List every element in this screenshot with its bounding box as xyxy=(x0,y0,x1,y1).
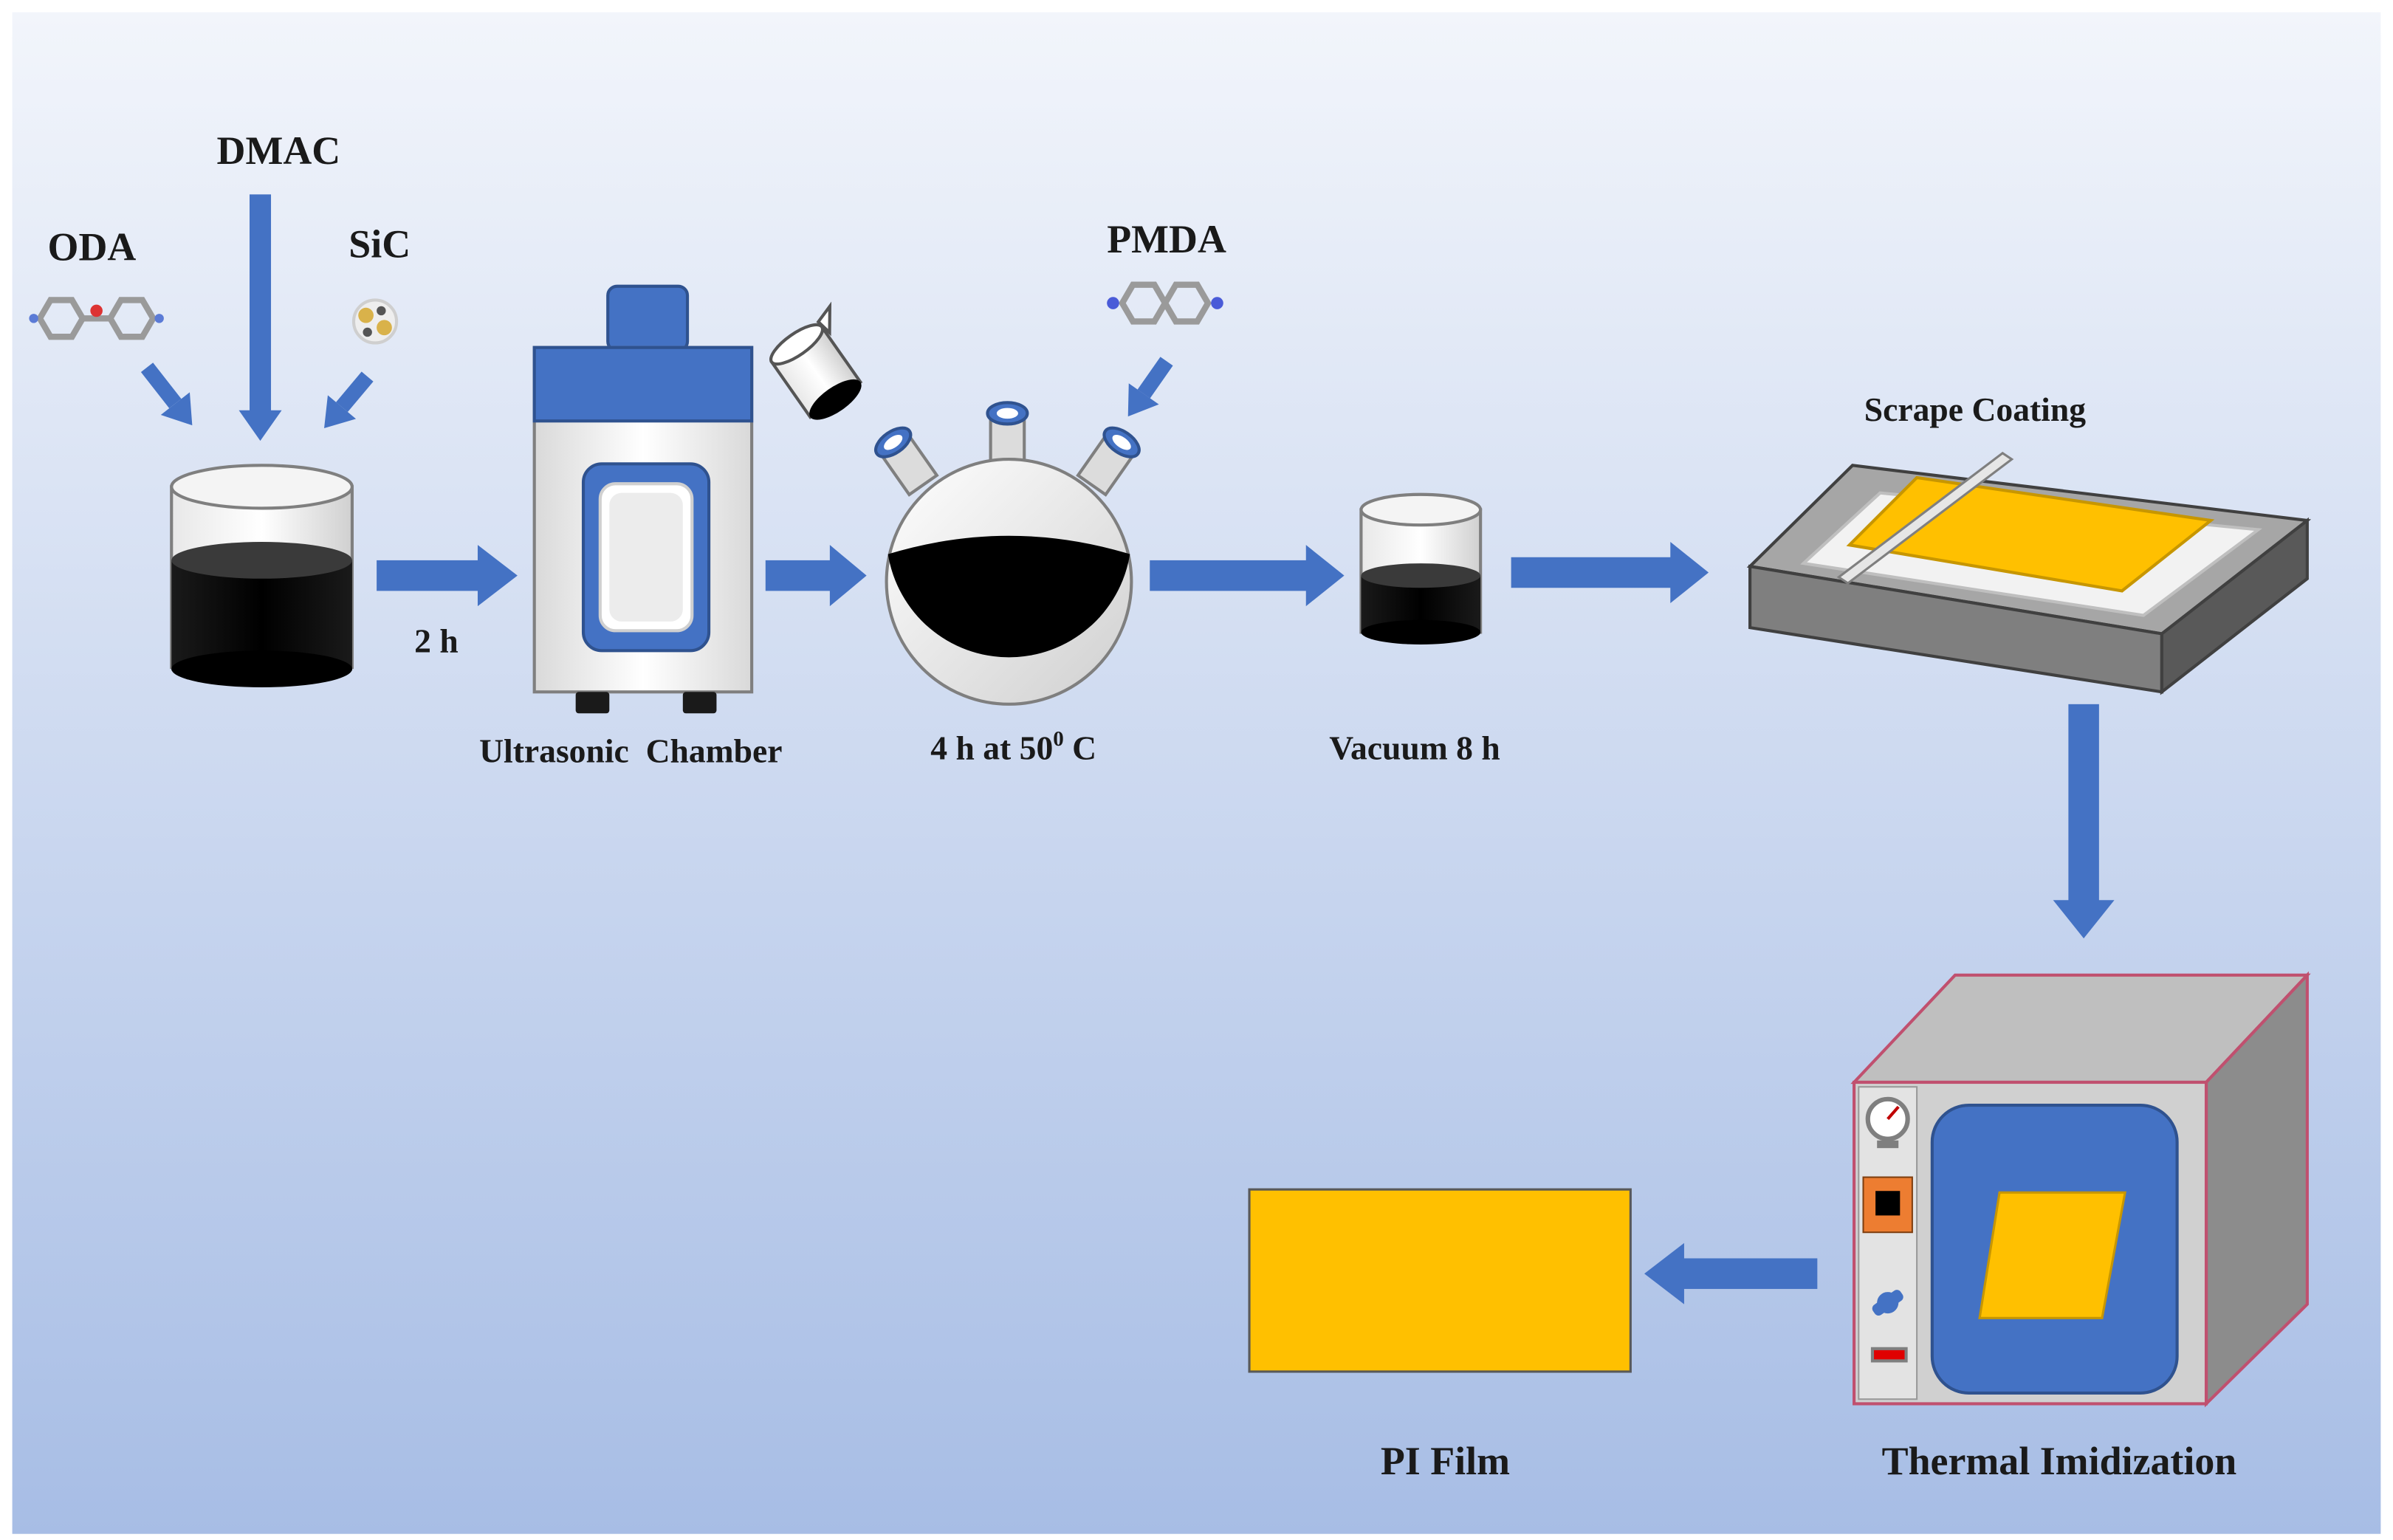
pouring-cup-icon xyxy=(769,301,863,420)
sic-flow-arrow-icon xyxy=(324,371,374,428)
reaction-condition-label: 4 h at 500 C xyxy=(930,727,1096,767)
knob-icon xyxy=(1872,1290,1903,1316)
sic-label: SiC xyxy=(349,221,411,266)
reaction-superscript: 0 xyxy=(1053,727,1064,751)
vacuum-label: Vacuum 8 h xyxy=(1329,729,1500,766)
switch-icon xyxy=(1870,1347,1908,1363)
pi-film-icon xyxy=(1248,1188,1632,1373)
chamber-to-flask-arrow-icon xyxy=(765,545,867,607)
dmac-flow-arrow-icon xyxy=(238,194,282,441)
reaction-unit: C xyxy=(1064,729,1096,766)
sic-molecule-icon xyxy=(351,298,399,345)
vacuum-to-coater-arrow-icon xyxy=(1511,542,1709,603)
oda-flow-arrow-icon xyxy=(140,362,193,426)
mixing-beaker-icon xyxy=(170,464,354,688)
coater-to-oven-arrow-icon xyxy=(2053,704,2115,939)
dmac-label: DMAC xyxy=(217,128,341,173)
oda-label: ODA xyxy=(48,225,137,269)
oven-to-film-arrow-icon xyxy=(1644,1242,1818,1304)
display-icon xyxy=(1862,1176,1913,1234)
reaction-time-text: 4 h at 50 xyxy=(930,729,1053,766)
pi-film-label: PI Film xyxy=(1381,1439,1510,1483)
oven-icon xyxy=(1850,971,2311,1408)
pmda-flow-arrow-icon xyxy=(1127,357,1173,417)
vacuum-beaker-icon xyxy=(1359,492,1483,644)
three-neck-flask-icon xyxy=(874,401,1141,706)
gauge-icon xyxy=(1865,1096,1910,1149)
ultrasonic-chamber-label: Ultrasonic Chamber xyxy=(479,732,782,770)
beaker-to-chamber-arrow-icon xyxy=(377,545,518,607)
flask-to-vacuum-arrow-icon xyxy=(1150,545,1345,607)
mix-time-label: 2 h xyxy=(414,622,459,659)
pmda-label: PMDA xyxy=(1107,217,1226,261)
ultrasonic-chamber-icon xyxy=(532,284,754,714)
oda-molecule-icon xyxy=(29,297,164,340)
scrape-coating-label: Scrape Coating xyxy=(1864,391,2086,428)
thermal-imidization-label: Thermal Imidization xyxy=(1882,1439,2237,1483)
pmda-molecule-icon xyxy=(1107,281,1223,325)
scrape-coater-icon xyxy=(1746,451,2312,695)
